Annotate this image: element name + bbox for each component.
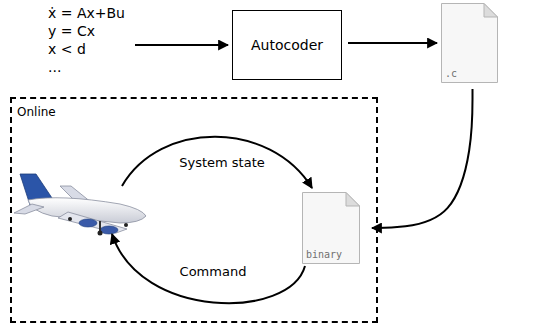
file-icon: binary <box>302 192 366 264</box>
flow-arrow <box>348 42 437 44</box>
equation-line: y = Cx <box>48 22 129 40</box>
equation-line: ... <box>48 58 129 76</box>
file-icon: .c <box>441 3 504 83</box>
flow-arrow <box>372 89 473 228</box>
online-region: Online binary <box>10 97 378 323</box>
region-title: Online <box>17 105 371 119</box>
file-fold <box>346 193 360 207</box>
process-box: Autocoder <box>232 10 342 80</box>
arrow-label: Command <box>178 264 249 279</box>
equation-block: ẋ = Ax+Buy = Cxx < d... <box>48 4 129 78</box>
file-fold <box>484 4 498 18</box>
command-arrow <box>112 234 305 303</box>
arrow-label: System state <box>177 155 267 170</box>
state-arrow <box>122 137 312 188</box>
airplane <box>14 174 146 236</box>
file-extension: .c <box>445 68 504 79</box>
equation-line: x < d <box>48 40 129 58</box>
file-extension: binary <box>306 249 366 260</box>
box-label: Autocoder <box>251 37 323 53</box>
equation-line: ẋ = Ax+Bu <box>48 4 129 22</box>
flow-arrow <box>135 44 228 46</box>
